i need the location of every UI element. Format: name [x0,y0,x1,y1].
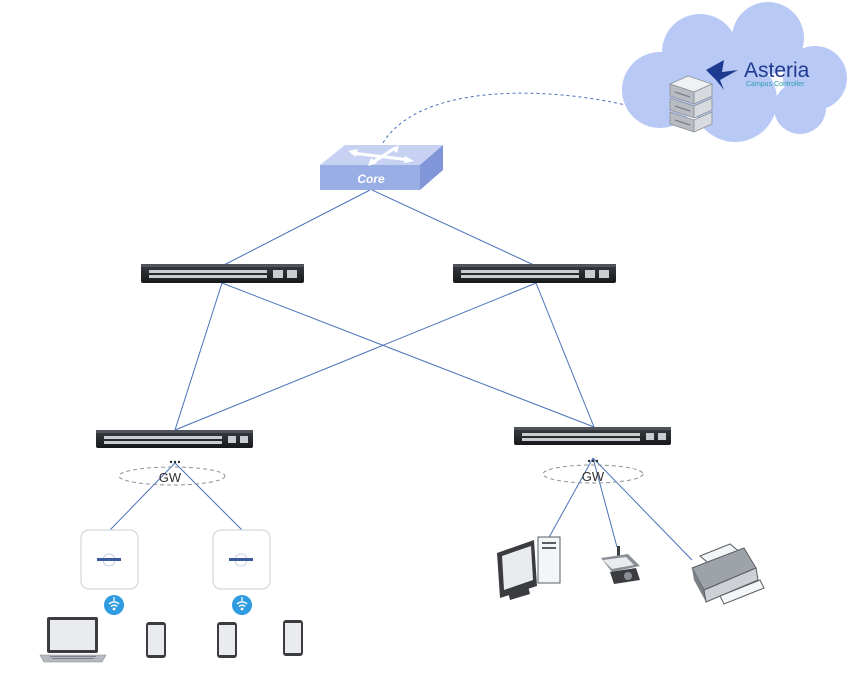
switch-icon [141,264,304,283]
wifi-icon [104,595,124,615]
gateway-left: GW [118,460,226,486]
gateway-label: GW [159,470,182,485]
core-label: Core [357,172,385,186]
link-core-to-spine-right [371,189,537,267]
switch-icon [96,430,253,448]
server-icon [668,75,714,133]
link-spine-right-to-access-right [535,282,595,428]
link-gw-right-to-desktop [541,457,594,551]
security-camera-icon [601,546,640,584]
management-link [379,92,669,149]
desktop-computer-icon [497,536,561,600]
cloud-icon [622,2,847,142]
network-links [109,189,693,561]
core-switch-icon: Core [320,145,443,190]
brand-tagline: Campus Controller [746,81,805,88]
link-spine-right-to-access-left [174,282,537,431]
switch-icon [453,264,616,283]
campus-controller-cloud: Asteria Campus Controller [622,2,847,142]
gateway-right: GW [542,459,644,484]
gateway-label: GW [582,469,605,484]
link-gw-left-to-ap-left [109,462,176,531]
access-point-icon [212,529,271,590]
link-spine-left-to-access-right [221,282,595,428]
phone-icon [146,622,166,658]
link-gw-right-to-camera [592,457,618,548]
wifi-icon [232,595,252,615]
link-spine-left-to-access-left [174,282,223,431]
link-gw-right-to-printer [592,457,693,561]
access-point-icon [80,529,139,590]
phone-icon [283,620,303,656]
link-core-to-spine-left [221,189,371,267]
phone-icon [217,622,237,658]
asteria-logo: Asteria Campus Controller [706,59,810,90]
printer-icon [691,543,765,605]
asteria-logo-mark [706,60,738,90]
link-gw-left-to-ap-right [174,462,243,531]
laptop-icon [39,617,107,663]
brand-name: Asteria [744,59,810,82]
switch-icon [514,427,671,445]
